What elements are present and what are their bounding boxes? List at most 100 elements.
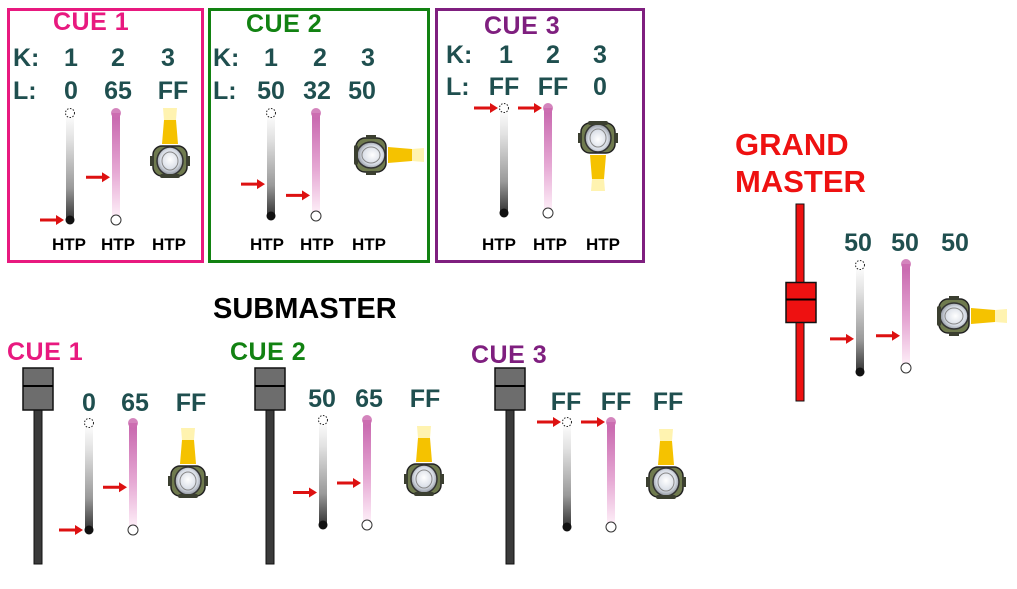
cue2-box bbox=[208, 8, 430, 263]
cue3-fader-1-bottom-marker bbox=[499, 208, 509, 218]
grand-master-lamp-icon bbox=[937, 296, 1007, 336]
cue2-title: CUE 2 bbox=[246, 10, 323, 38]
sub-cue2-level-1: 50 bbox=[308, 385, 336, 413]
cue2-fader-2-arrow-head bbox=[302, 190, 310, 201]
sub-cue3-title: CUE 3 bbox=[471, 341, 548, 369]
cue3-fader-2-arrow-head bbox=[534, 103, 542, 113]
sub-cue1-slider-handle bbox=[22, 367, 54, 411]
cue1-level-3: FF bbox=[157, 77, 189, 105]
cue1-channel-1: 1 bbox=[64, 44, 78, 72]
sub-cue1-fader-1-top-marker bbox=[84, 418, 94, 428]
cue3-fader-2 bbox=[544, 108, 552, 213]
cue1-fader-2-bottom-marker bbox=[110, 214, 122, 226]
sub-cue1-level-3: FF bbox=[175, 389, 207, 417]
sub-cue1-fader-2-arrow-head bbox=[119, 482, 127, 493]
cue3-level-3: 0 bbox=[593, 73, 607, 101]
cue1-channel-2: 2 bbox=[111, 44, 125, 72]
cue1-box bbox=[7, 8, 204, 263]
cue1-k-label: K: bbox=[13, 44, 40, 72]
sub-cue2-fader-1-top-marker bbox=[318, 415, 328, 425]
sub-cue1-level-1: 0 bbox=[82, 389, 96, 417]
cue3-mode-2: HTP bbox=[533, 235, 567, 254]
grand-master-fader-2-arrow-head bbox=[892, 330, 900, 341]
sub-cue2-fader-1-arrow-head bbox=[309, 487, 317, 498]
cue1-mode-2: HTP bbox=[101, 235, 135, 254]
cue3-channel-3: 3 bbox=[593, 41, 607, 69]
cue3-fader-2-bottom-marker bbox=[542, 207, 554, 219]
sub-cue1-title: CUE 1 bbox=[7, 338, 84, 366]
sub-cue2-fader-1-bottom-marker bbox=[318, 520, 328, 530]
sub-cue2-slider-handle bbox=[254, 367, 286, 411]
cue2-level-3: 50 bbox=[348, 77, 376, 105]
grand-master-fader-1 bbox=[856, 265, 864, 372]
sub-cue1-level-2: 65 bbox=[121, 389, 149, 417]
cue2-mode-1: HTP bbox=[250, 235, 284, 254]
cue3-channel-1: 1 bbox=[499, 41, 513, 69]
cue3-k-label: K: bbox=[446, 41, 473, 69]
sub-cue3-fader-1-arrow-head bbox=[553, 417, 561, 427]
cue3-title: CUE 3 bbox=[484, 12, 561, 40]
cue2-l-label: L: bbox=[213, 77, 237, 105]
cue2-mode-3: HTP bbox=[352, 235, 386, 254]
cue1-level-1: 0 bbox=[64, 77, 78, 105]
cue2-channel-2: 2 bbox=[313, 44, 327, 72]
sub-cue2-title: CUE 2 bbox=[230, 338, 307, 366]
grand-master-fader-2-bottom-marker bbox=[900, 362, 912, 374]
sub-cue1-fader-2-top-marker bbox=[128, 418, 138, 428]
cue1-lamp-icon bbox=[150, 108, 190, 178]
grand-master-handle bbox=[785, 281, 817, 324]
sub-cue3-level-3: FF bbox=[652, 388, 684, 416]
cue3-level-2: FF bbox=[537, 73, 569, 101]
sub-cue3-level-1: FF bbox=[550, 388, 582, 416]
cue2-level-2: 32 bbox=[303, 77, 331, 105]
cue2-mode-2: HTP bbox=[300, 235, 334, 254]
cue3-mode-3: HTP bbox=[586, 235, 620, 254]
cue3-fader-2-top-marker bbox=[543, 103, 553, 113]
cue3-level-1: FF bbox=[488, 73, 520, 101]
cue1-fader-1-arrow-head bbox=[56, 215, 64, 225]
sub-cue1-fader-1-arrow-head bbox=[75, 525, 83, 535]
cue1-fader-2-top-marker bbox=[111, 108, 121, 118]
cue3-fader-1 bbox=[500, 108, 508, 213]
sub-cue1-fader-1-bottom-marker bbox=[84, 525, 94, 535]
sub-cue2-level-2: 65 bbox=[355, 385, 383, 413]
cue2-fader-1 bbox=[267, 113, 275, 216]
cue1-fader-2 bbox=[112, 113, 120, 220]
cue1-fader-1-top-marker bbox=[65, 108, 75, 118]
sub-cue3-level-2: FF bbox=[600, 388, 632, 416]
sub-cue3-fader-1-bottom-marker bbox=[562, 522, 572, 532]
grand-master-fader-1-bottom-marker bbox=[855, 367, 865, 377]
sub-cue3-fader-2 bbox=[607, 422, 615, 527]
cue2-k-label: K: bbox=[213, 44, 240, 72]
cue2-channel-1: 1 bbox=[264, 44, 278, 72]
cue2-fader-1-bottom-marker bbox=[266, 211, 276, 221]
cue3-fader-1-top-marker bbox=[499, 103, 509, 113]
grand-master-fader-1-top-marker bbox=[855, 260, 865, 270]
cue2-fader-2-top-marker bbox=[311, 108, 321, 118]
sub-cue3-lamp-icon bbox=[646, 429, 686, 499]
sub-cue2-fader-2-bottom-marker bbox=[361, 519, 373, 531]
cue3-l-label: L: bbox=[446, 73, 470, 101]
sub-cue3-slider-handle bbox=[494, 367, 526, 411]
sub-cue1-fader-2 bbox=[129, 423, 137, 530]
sub-cue2-fader-1 bbox=[319, 420, 327, 525]
cue3-box bbox=[435, 8, 645, 263]
cue1-l-label: L: bbox=[13, 77, 37, 105]
cue2-channel-3: 3 bbox=[361, 44, 375, 72]
sub-cue3-fader-2-top-marker bbox=[606, 417, 616, 427]
cue1-mode-1: HTP bbox=[52, 235, 86, 254]
grand-master-title-line1: GRAND bbox=[735, 127, 849, 162]
cue2-fader-1-top-marker bbox=[266, 108, 276, 118]
sub-cue2-fader-2-arrow-head bbox=[353, 478, 361, 488]
cue1-fader-1 bbox=[66, 113, 74, 220]
grand-master-title-line2: MASTER bbox=[735, 164, 866, 199]
cue1-title: CUE 1 bbox=[53, 8, 130, 36]
cue1-fader-2-arrow-head bbox=[102, 172, 110, 183]
sub-cue3-fader-1 bbox=[563, 422, 571, 527]
sub-cue3-fader-1-top-marker bbox=[562, 417, 572, 427]
cue2-fader-2-bottom-marker bbox=[310, 210, 322, 222]
sub-cue3-fader-2-arrow-head bbox=[597, 417, 605, 427]
grand-master-fader-2-top-marker bbox=[901, 259, 911, 269]
sub-cue2-fader-2 bbox=[363, 420, 371, 525]
